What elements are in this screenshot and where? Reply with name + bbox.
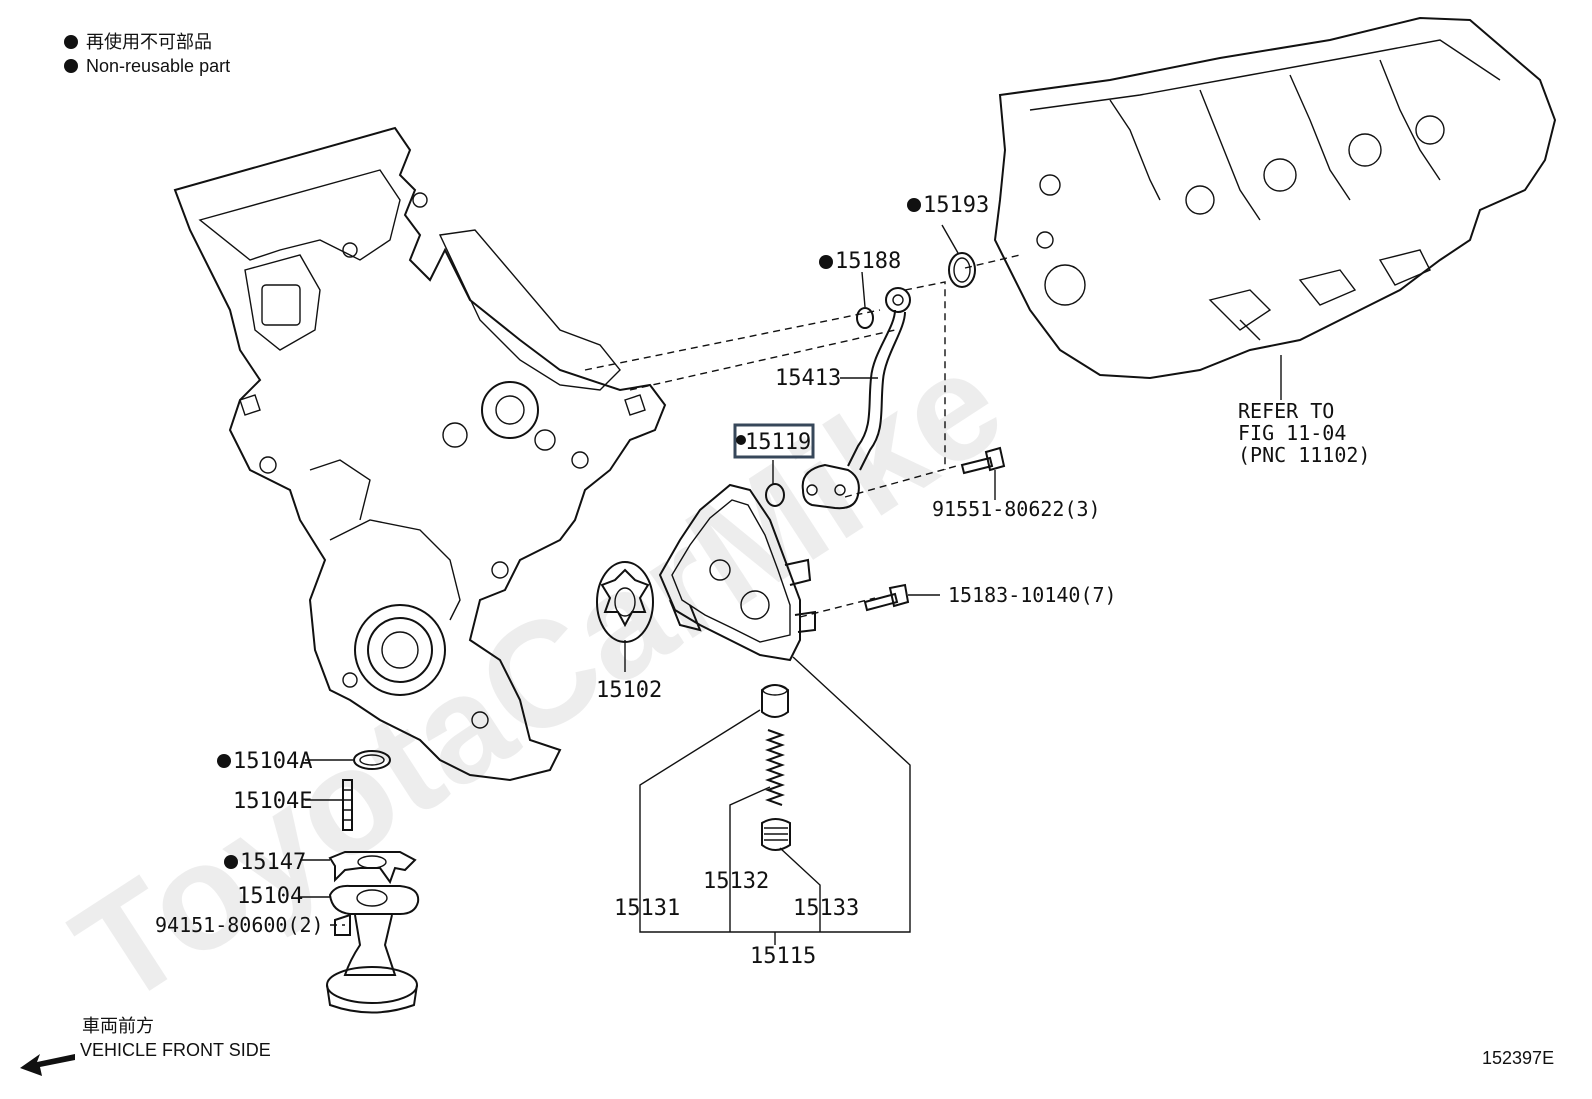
arrow-left-icon bbox=[20, 1054, 75, 1076]
part-label-15132[interactable]: 15132 bbox=[703, 869, 769, 894]
figure-id: 152397E bbox=[1482, 1048, 1554, 1068]
rotor-15102-drawing bbox=[596, 561, 654, 672]
non-reusable-dot-icon bbox=[64, 59, 78, 73]
part-label-91551-80622[interactable]: 91551-80622(3) bbox=[932, 497, 1101, 521]
refer-line3: (PNC 11102) bbox=[1238, 443, 1370, 467]
non-reusable-dot-icon bbox=[907, 198, 921, 212]
non-reusable-dot-icon bbox=[736, 435, 746, 445]
non-reusable-dot-icon bbox=[224, 855, 238, 869]
part-label-94151-80600[interactable]: 94151-80600(2) bbox=[155, 913, 324, 937]
part-label-15104a[interactable]: 15104A bbox=[233, 749, 312, 774]
part-label-15183-10140[interactable]: 15183-10140(7) bbox=[948, 583, 1117, 607]
part-label-15147[interactable]: 15147 bbox=[240, 850, 306, 875]
part-label-15131[interactable]: 15131 bbox=[614, 896, 680, 921]
oring-15119-drawing bbox=[765, 483, 785, 507]
legend: 再使用不可部品 Non-reusable part bbox=[64, 32, 230, 76]
front-side-en: VEHICLE FRONT SIDE bbox=[80, 1040, 271, 1060]
refer-line2: FIG 11-04 bbox=[1238, 421, 1346, 445]
part-label-15193[interactable]: 15193 bbox=[923, 193, 989, 218]
part-label-15133[interactable]: 15133 bbox=[793, 896, 859, 921]
part-label-15119[interactable]: 15119 bbox=[745, 430, 811, 455]
bolt-91551-drawing bbox=[960, 446, 1006, 500]
non-reusable-dot-icon bbox=[819, 255, 833, 269]
highlight-box-15119 bbox=[733, 423, 815, 459]
front-side-jp: 車両前方 bbox=[82, 1016, 154, 1036]
non-reusable-dot-icon bbox=[217, 754, 231, 768]
strainer-drawing bbox=[300, 750, 420, 1014]
part-label-15115[interactable]: 15115 bbox=[750, 944, 816, 969]
part-label-15104e[interactable]: 15104E bbox=[233, 789, 312, 814]
bolt-15183-drawing bbox=[863, 583, 940, 612]
part-label-15104[interactable]: 15104 bbox=[237, 884, 303, 909]
oring-15188-drawing bbox=[856, 307, 874, 329]
part-label-15188[interactable]: 15188 bbox=[835, 249, 901, 274]
oil-pump-body-drawing bbox=[658, 483, 816, 662]
legend-jp: 再使用不可部品 bbox=[86, 32, 212, 52]
part-label-15413[interactable]: 15413 bbox=[775, 366, 841, 391]
relief-valve-drawing bbox=[761, 684, 791, 851]
oring-15193-drawing bbox=[948, 252, 976, 288]
non-reusable-dot-icon bbox=[64, 35, 78, 49]
front-side-indicator: 車両前方 VEHICLE FRONT SIDE bbox=[20, 1016, 271, 1076]
part-label-15102[interactable]: 15102 bbox=[596, 678, 662, 703]
cylinder-head-drawing bbox=[993, 16, 1557, 400]
timing-chain-cover-drawing bbox=[173, 126, 667, 782]
legend-en: Non-reusable part bbox=[86, 56, 230, 76]
refer-note: REFER TO FIG 11-04 (PNC 11102) bbox=[1238, 399, 1370, 467]
refer-line1: REFER TO bbox=[1238, 399, 1334, 423]
